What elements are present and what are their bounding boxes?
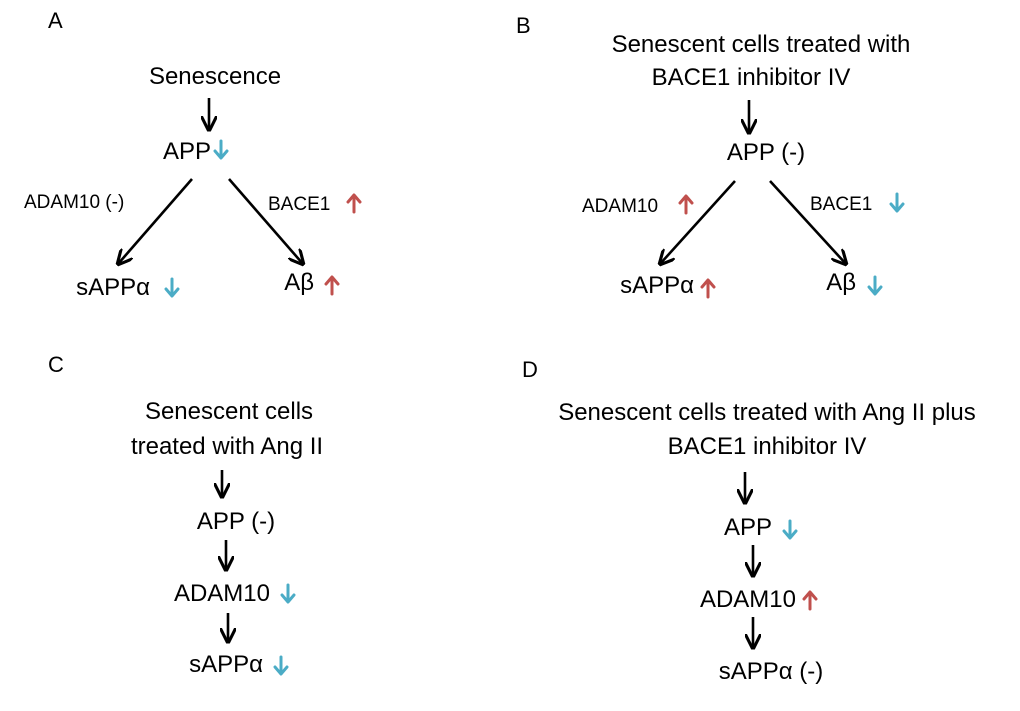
panel-a-sappa-down-arrow-icon bbox=[164, 277, 180, 298]
panel-b-app-label: APP (-) bbox=[727, 139, 805, 166]
panel-a-app-down-arrow-icon bbox=[213, 139, 229, 160]
panel-a-abeta-label: Aβ bbox=[284, 269, 314, 296]
panel-a-bace1-label: BACE1 bbox=[268, 194, 330, 215]
panel-d-app-down-arrow-icon bbox=[782, 519, 798, 540]
panel-a-senescence-label: Senescence bbox=[149, 63, 281, 90]
panel-d-letter: D bbox=[522, 357, 538, 382]
panel-d-adam10-up-arrow-icon bbox=[802, 590, 818, 611]
panel-a-sappa-label: sAPPα bbox=[76, 274, 150, 301]
panel-b: B Senescent cells treated with BACE1 inh… bbox=[516, 13, 910, 299]
panel-a-abeta-up-arrow-icon bbox=[324, 275, 340, 296]
panel-b-bace1-label: BACE1 bbox=[810, 194, 872, 215]
panel-c-app-label: APP (-) bbox=[197, 508, 275, 535]
panel-b-abeta-label: Aβ bbox=[826, 269, 856, 296]
panel-b-arrow-to-sappa bbox=[660, 180, 736, 264]
panel-d-adam10-label: ADAM10 bbox=[700, 586, 796, 613]
panel-a-arrow-to-sappa bbox=[118, 178, 193, 264]
panel-d-sappa-label: sAPPα (-) bbox=[719, 658, 824, 685]
panel-a-letter: A bbox=[48, 8, 63, 33]
panel-b-title-line2: BACE1 inhibitor IV bbox=[652, 64, 851, 91]
panel-b-sappa-up-arrow-icon bbox=[700, 278, 716, 299]
panel-b-abeta-down-arrow-icon bbox=[867, 275, 883, 296]
panel-b-title-line1: Senescent cells treated with bbox=[612, 31, 911, 58]
panel-a-arrow-to-abeta bbox=[228, 178, 303, 264]
panel-a: A Senescence APP ADAM10 (-) BACE1 sAPPα … bbox=[24, 8, 362, 301]
panel-c-sappa-label: sAPPα bbox=[189, 651, 263, 678]
panel-b-bace1-down-arrow-icon bbox=[889, 192, 905, 213]
panel-c-title-line2: treated with Ang II bbox=[131, 433, 323, 460]
panel-c-sappa-down-arrow-icon bbox=[273, 655, 289, 676]
panel-d-title-line2: BACE1 inhibitor IV bbox=[668, 433, 867, 460]
panel-c-title-line1: Senescent cells bbox=[145, 398, 313, 425]
panel-c-adam10-down-arrow-icon bbox=[280, 583, 296, 604]
panel-c: C Senescent cells treated with Ang II AP… bbox=[48, 352, 323, 678]
panel-a-app-label: APP bbox=[163, 138, 211, 165]
panel-c-letter: C bbox=[48, 352, 64, 377]
panel-d-app-label: APP bbox=[724, 514, 772, 541]
panel-a-bace1-up-arrow-icon bbox=[346, 193, 362, 214]
panel-d-title-line1: Senescent cells treated with Ang II plus bbox=[558, 399, 976, 426]
panel-c-adam10-label: ADAM10 bbox=[174, 580, 270, 607]
panel-d: D Senescent cells treated with Ang II pl… bbox=[522, 357, 976, 685]
panel-b-letter: B bbox=[516, 13, 531, 38]
panel-b-adam10-up-arrow-icon bbox=[678, 194, 694, 215]
panel-b-sappa-label: sAPPα bbox=[620, 272, 694, 299]
panel-b-adam10-label: ADAM10 bbox=[582, 196, 658, 217]
panel-a-adam10-label: ADAM10 (-) bbox=[24, 192, 124, 213]
panel-b-arrow-to-abeta bbox=[769, 180, 846, 264]
